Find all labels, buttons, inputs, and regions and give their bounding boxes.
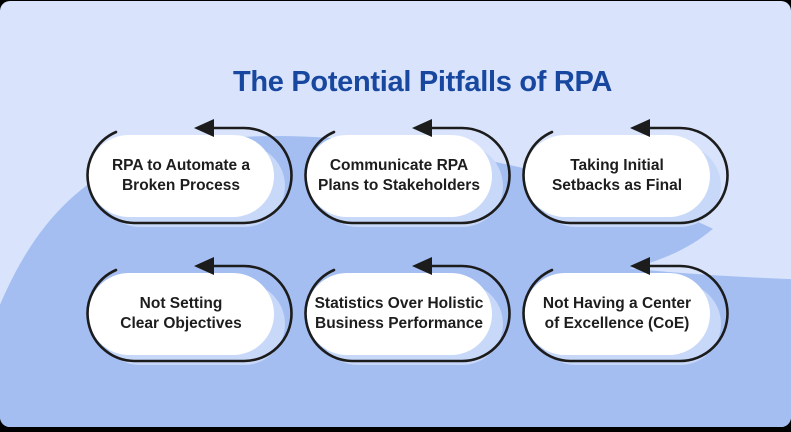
loop-arrow-icon bbox=[86, 119, 293, 225]
pitfall-card-2: Communicate RPA Plans to Stakeholders bbox=[296, 115, 512, 231]
card-label-line: Broken Process bbox=[121, 177, 241, 194]
loop-arrow-icon bbox=[304, 119, 511, 225]
card-label-line: Setbacks as Final bbox=[551, 177, 683, 194]
card-label-line: Business Performance bbox=[315, 315, 483, 332]
card-label-line: Not Setting bbox=[139, 295, 223, 313]
card-label-line: RPA to Automate a bbox=[111, 157, 251, 175]
pitfall-card-1: RPA to Automate a Broken Process bbox=[78, 115, 294, 231]
card-label-line: Statistics Over Holistic bbox=[314, 295, 484, 313]
card-label-line: Not Having a Center bbox=[542, 295, 692, 313]
loop-arrow-icon bbox=[86, 257, 293, 363]
card-pill bbox=[306, 135, 492, 217]
card-label-line: Plans to Stakeholders bbox=[318, 177, 480, 194]
card-label-line: Clear Objectives bbox=[120, 315, 242, 332]
card-pill bbox=[88, 135, 274, 217]
loop-arrow-icon bbox=[522, 257, 729, 363]
card-label-line: of Excellence (CoE) bbox=[544, 315, 690, 332]
loop-arrow-icon bbox=[522, 119, 729, 225]
card-pill bbox=[88, 273, 274, 355]
pitfall-card-4: Not Setting Clear Objectives bbox=[78, 253, 294, 369]
page-title: The Potential Pitfalls of RPA bbox=[232, 66, 613, 99]
card-label: Taking Initial Setbacks as Final bbox=[524, 135, 710, 217]
card-label: Statistics Over Holistic Business Perfor… bbox=[306, 273, 492, 355]
card-label: Not Setting Clear Objectives bbox=[88, 273, 274, 355]
loop-arrow-icon bbox=[304, 257, 511, 363]
card-pill bbox=[306, 273, 492, 355]
card-pill bbox=[524, 135, 710, 217]
card-label: Not Having a Center of Excellence (CoE) bbox=[524, 273, 710, 355]
pitfall-card-3: Taking Initial Setbacks as Final bbox=[514, 115, 730, 231]
card-label: Communicate RPA Plans to Stakeholders bbox=[306, 135, 492, 217]
pitfall-card-6: Not Having a Center of Excellence (CoE) bbox=[514, 253, 730, 369]
card-pill bbox=[524, 273, 710, 355]
card-label-line: Communicate RPA bbox=[329, 157, 469, 175]
pitfall-card-5: Statistics Over Holistic Business Perfor… bbox=[296, 253, 512, 369]
card-label-line: Taking Initial bbox=[570, 157, 664, 175]
card-label: RPA to Automate a Broken Process bbox=[88, 135, 274, 217]
